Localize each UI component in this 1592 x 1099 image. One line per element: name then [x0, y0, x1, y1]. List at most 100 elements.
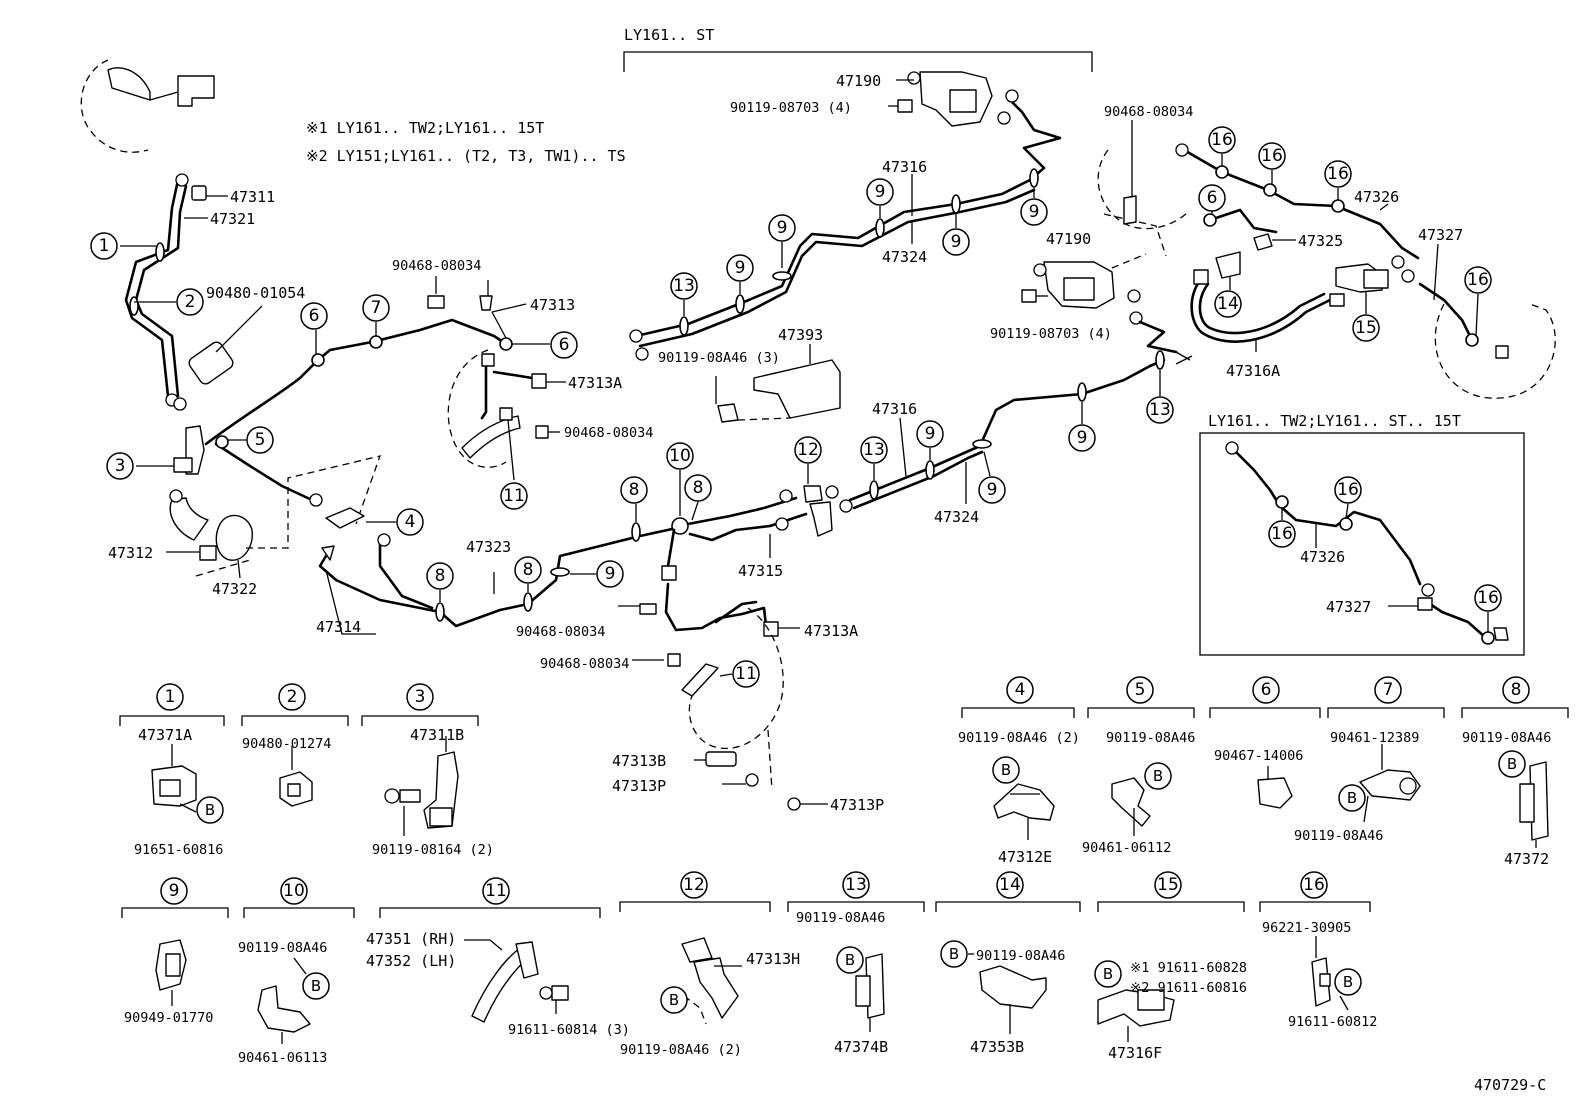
- d6-top: 90467-14006: [1214, 748, 1303, 764]
- svg-text:B: B: [1001, 761, 1011, 779]
- label-47393: 47393: [778, 326, 823, 344]
- svg-text:B: B: [1507, 755, 1517, 773]
- d15-b: ※2 91611-60816: [1130, 980, 1247, 996]
- label-47321: 47321: [210, 210, 255, 228]
- callout-6c: [1198, 184, 1226, 212]
- callout-11a: [500, 482, 528, 510]
- pipe-47323: [318, 524, 688, 628]
- d7-bottom: 90119-08A46: [1294, 828, 1383, 844]
- pipe-47314: [378, 542, 434, 610]
- front-pipe-assembly: [124, 173, 189, 411]
- label-47325: 47325: [1298, 232, 1343, 250]
- label-47326-b: 47326: [1300, 548, 1345, 566]
- svg-text:9: 9: [735, 258, 746, 278]
- svg-text:16: 16: [1303, 875, 1325, 895]
- inset-title: LY161.. TW2;LY161.. ST.. 15T: [1208, 412, 1461, 430]
- svg-text:6: 6: [1261, 680, 1272, 700]
- svg-text:16: 16: [1337, 480, 1359, 500]
- svg-text:10: 10: [669, 446, 691, 466]
- svg-text:13: 13: [863, 440, 885, 460]
- callout-8a: [426, 562, 454, 590]
- label-47313P-b: 47313P: [830, 796, 884, 814]
- bolt-90119-08703-b: [1021, 289, 1037, 303]
- svg-text:11: 11: [503, 486, 525, 506]
- svg-text:9: 9: [925, 424, 936, 444]
- svg-text:B: B: [1103, 965, 1113, 983]
- label-90119-08703-b: 90119-08703 (4): [990, 326, 1112, 342]
- label-47327-a: 47327: [1418, 226, 1463, 244]
- valve-47190-lower: [1033, 253, 1147, 325]
- d5-bottom: 90461-06112: [1082, 840, 1171, 856]
- label-90468-08034-e: 90468-08034: [1104, 104, 1193, 120]
- label-47316-a: 47316: [882, 158, 927, 176]
- label-47190-b: 47190: [1046, 230, 1091, 248]
- callout-6b: [550, 331, 578, 359]
- callout-2: [176, 288, 204, 316]
- d11-rh: 47351 (RH): [366, 930, 456, 948]
- svg-text:12: 12: [683, 875, 705, 895]
- svg-text:8: 8: [1511, 680, 1522, 700]
- bracket-90468-rear: [1123, 120, 1137, 225]
- detail-4: [961, 676, 1075, 840]
- svg-text:B: B: [205, 801, 215, 819]
- callout-16d: [1464, 266, 1492, 294]
- svg-text:3: 3: [415, 687, 426, 707]
- callout-8c: [620, 476, 648, 504]
- svg-text:13: 13: [845, 875, 867, 895]
- label-47316A: 47316A: [1226, 362, 1280, 380]
- callout-16a: [1208, 126, 1236, 154]
- detail-5: [1087, 676, 1195, 836]
- d2-top: 90480-01274: [242, 736, 331, 752]
- label-47324-b: 47324: [934, 508, 979, 526]
- detail-11: [379, 877, 601, 1023]
- svg-text:8: 8: [523, 560, 534, 580]
- svg-text:9: 9: [987, 480, 998, 500]
- callout-6a: [300, 302, 328, 330]
- label-47326-a: 47326: [1354, 188, 1399, 206]
- d7-top: 90461-12389: [1330, 730, 1419, 746]
- d12-part: 47313H: [746, 950, 800, 968]
- callout-15: [1352, 314, 1380, 342]
- label-90468-08034-b: 90468-08034: [564, 425, 653, 441]
- svg-text:6: 6: [1207, 188, 1218, 208]
- svg-text:13: 13: [673, 276, 695, 296]
- d3-top: 47311B: [410, 726, 464, 744]
- label-47313: 47313: [530, 296, 575, 314]
- svg-text:B: B: [669, 991, 679, 1009]
- flex-hose-47312: [166, 489, 253, 579]
- d16-top: 96221-30905: [1262, 920, 1351, 936]
- fitting-47311: [191, 185, 228, 201]
- detail-47313A-lower: [618, 565, 800, 791]
- label-90119-08A46-3: 90119-08A46 (3): [658, 350, 780, 366]
- label-47323: 47323: [466, 538, 511, 556]
- label-90468-08034-d: 90468-08034: [540, 656, 629, 672]
- dashed-ring-rear: [1097, 149, 1189, 230]
- d14-top: 90119-08A46: [976, 948, 1065, 964]
- figure-code: 470729-C: [1474, 1076, 1546, 1094]
- callout-9d: [1068, 424, 1096, 452]
- valve-47190-upper: [896, 71, 1019, 127]
- label-47312: 47312: [108, 544, 153, 562]
- svg-text:1: 1: [99, 236, 110, 256]
- callout-9i: [1020, 198, 1048, 226]
- svg-text:16: 16: [1467, 270, 1489, 290]
- callout-14: [1214, 290, 1242, 318]
- label-47313P-a: 47313P: [612, 777, 666, 795]
- svg-text:2: 2: [185, 292, 196, 312]
- label-47190-a: 47190: [836, 72, 881, 90]
- callout-8d: [684, 474, 712, 502]
- detail-14: [935, 871, 1081, 1034]
- svg-text:9: 9: [1077, 428, 1088, 448]
- svg-text:8: 8: [693, 478, 704, 498]
- svg-text:16: 16: [1477, 588, 1499, 608]
- svg-text:B: B: [1153, 767, 1163, 785]
- callout-1: [90, 232, 118, 260]
- svg-text:4: 4: [1015, 680, 1026, 700]
- label-47322: 47322: [212, 580, 257, 598]
- label-47314: 47314: [316, 618, 361, 636]
- d11-lh: 47352 (LH): [366, 952, 456, 970]
- d15-a: ※1 91611-60828: [1130, 960, 1247, 976]
- d4-bottom: 47312E: [998, 848, 1052, 866]
- callout-9e: [726, 254, 754, 282]
